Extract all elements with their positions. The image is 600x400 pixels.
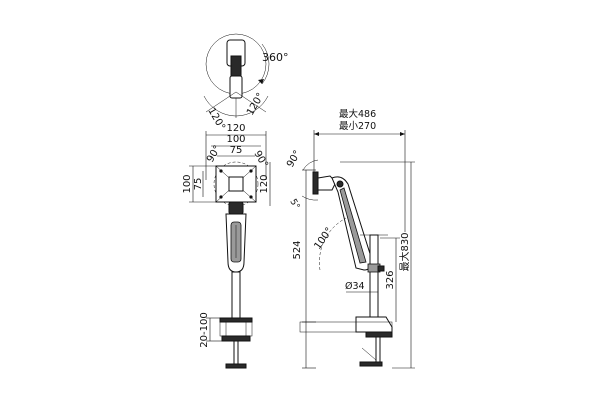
- total-height-label: 最大830: [398, 232, 411, 271]
- reach-max-label: 最大486: [339, 108, 376, 120]
- pole-front: [231, 271, 241, 319]
- tilt-head-top: [230, 55, 242, 77]
- vesa-hole: [219, 169, 223, 173]
- arm-side-inner: [339, 187, 367, 264]
- vesa-hole: [249, 169, 253, 173]
- clamp-top-plate: [219, 317, 253, 323]
- clamp-screw: [233, 340, 239, 366]
- tilt-head-side: [317, 175, 337, 191]
- front-height-right: 120: [259, 174, 270, 193]
- pole-height-label: 326: [385, 270, 396, 289]
- pole-diameter-label: Ø34: [345, 281, 365, 292]
- front-height-outer: 100: [182, 174, 193, 193]
- desk-edge-side: [299, 321, 393, 333]
- front-height-inner: 75: [193, 178, 204, 191]
- clamp-screw-side: [375, 336, 381, 364]
- pole-side: [369, 234, 379, 318]
- vesa-hole: [249, 195, 253, 199]
- front-width-outer: 120: [226, 123, 245, 134]
- front-rotation-circle: [213, 161, 259, 207]
- front-width-mid: 100: [226, 134, 245, 145]
- swivel-right-arc: [235, 95, 269, 117]
- rotation-360-label: 360°: [262, 51, 289, 64]
- vesa-plate-side: [312, 171, 319, 195]
- pole-stopper: [377, 265, 385, 272]
- tilt-joint-front: [228, 201, 244, 215]
- clamp-handle-side: [359, 361, 383, 367]
- clamp-bottom-plate: [221, 335, 251, 342]
- vesa-hole: [219, 195, 223, 199]
- front-view: 120 100 75 90° 90° 100 75 120: [182, 123, 271, 369]
- clamp-handle: [225, 363, 247, 369]
- front-width-inner: 75: [230, 145, 243, 156]
- tilt-up-label: 90°: [285, 149, 303, 170]
- vesa-hub: [228, 176, 244, 192]
- clamp-top-side: [355, 316, 393, 333]
- rotation-arrow: [261, 43, 270, 85]
- arm-pivot: [336, 180, 344, 188]
- top-view: 360° 120° 120°: [203, 33, 289, 132]
- arm-angle-label: 100°: [312, 226, 335, 252]
- front-angle-left: 90°: [205, 144, 223, 165]
- arm-height-label: 524: [292, 240, 303, 259]
- tilt-right-label: 120°: [245, 91, 267, 117]
- tilt-left-label: 120°: [205, 106, 227, 132]
- tilt-down-label: 5°: [287, 198, 301, 212]
- swivel-left-arc: [203, 95, 237, 117]
- clamp-bottom-side: [365, 331, 393, 338]
- desk-section: [219, 321, 253, 337]
- clamp-range-label: 20-100: [199, 312, 210, 347]
- reach-min-label: 最小270: [339, 121, 376, 132]
- rotation-arrowhead: [258, 79, 264, 84]
- side-view: 最大486 最小270 90° 5° 100° Ø34: [285, 108, 415, 369]
